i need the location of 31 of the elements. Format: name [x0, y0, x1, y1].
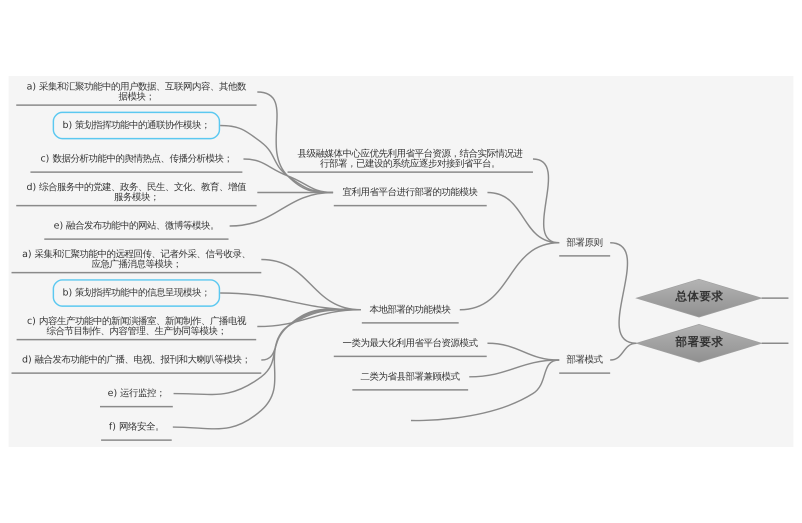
connector [220, 124, 334, 194]
node-box: b) 策划指挥功能中的通联协作模块； [52, 112, 220, 140]
connector [610, 342, 636, 361]
connector [487, 342, 560, 361]
node-text: 部署模式 [566, 354, 603, 366]
node-text: a) 采集和汇聚功能中的远程回传、记者外采、信号收录、应急广播消息等模块； [22, 248, 251, 270]
node-text: d) 融合发布功能中的广播、电视、报刊和大喇叭等模块； [22, 354, 251, 366]
node-text: 一类为最大化利用省平台资源模式 [342, 338, 478, 349]
connector [410, 359, 560, 422]
node-text: 县级融媒体中心应优先利用省平台资源，结合实际情况进行部署，已建设的系统应逐步对接到省平台。 [298, 148, 523, 170]
node-text: d) 综合服务中的党建、政务、民生、文化、教育、增值服务模块； [26, 182, 246, 204]
connector [610, 242, 637, 344]
node-text: 宜利用省平台进行部署的功能模块 [342, 187, 478, 198]
node-text: c) 数据分析功能中的舆情热点、传播分析模块； [40, 154, 232, 165]
connector [243, 158, 334, 194]
node-diamond: 总体要求 [635, 278, 763, 318]
connector [230, 192, 334, 227]
node-text: 二类为省县部署兼顾模式 [360, 371, 460, 382]
connector [762, 342, 788, 344]
node-text: 本地部署的功能模块 [370, 304, 451, 316]
node-text: e) 运行监控； [108, 388, 166, 400]
connector [762, 297, 788, 299]
node-diamond: 部署要求 [635, 324, 763, 363]
node-box: b) 策划指挥功能中的信息呈现模块； [52, 279, 220, 307]
node-text: e) 融合发布功能中的网站、微博等模块。 [54, 220, 220, 232]
node-text: c) 内容生产功能中的新闻演播室、新闻制作、广播电视综合节目制作、内容管理、生产协同等模块； [26, 316, 246, 338]
node-text: a) 采集和汇聚功能中的用户数据、互联网内容、其他数据模块； [26, 81, 246, 103]
node-text: 部署原则 [566, 237, 603, 248]
connector [172, 308, 361, 430]
connector [460, 242, 560, 310]
node-text: f) 网络安全。 [108, 422, 164, 433]
